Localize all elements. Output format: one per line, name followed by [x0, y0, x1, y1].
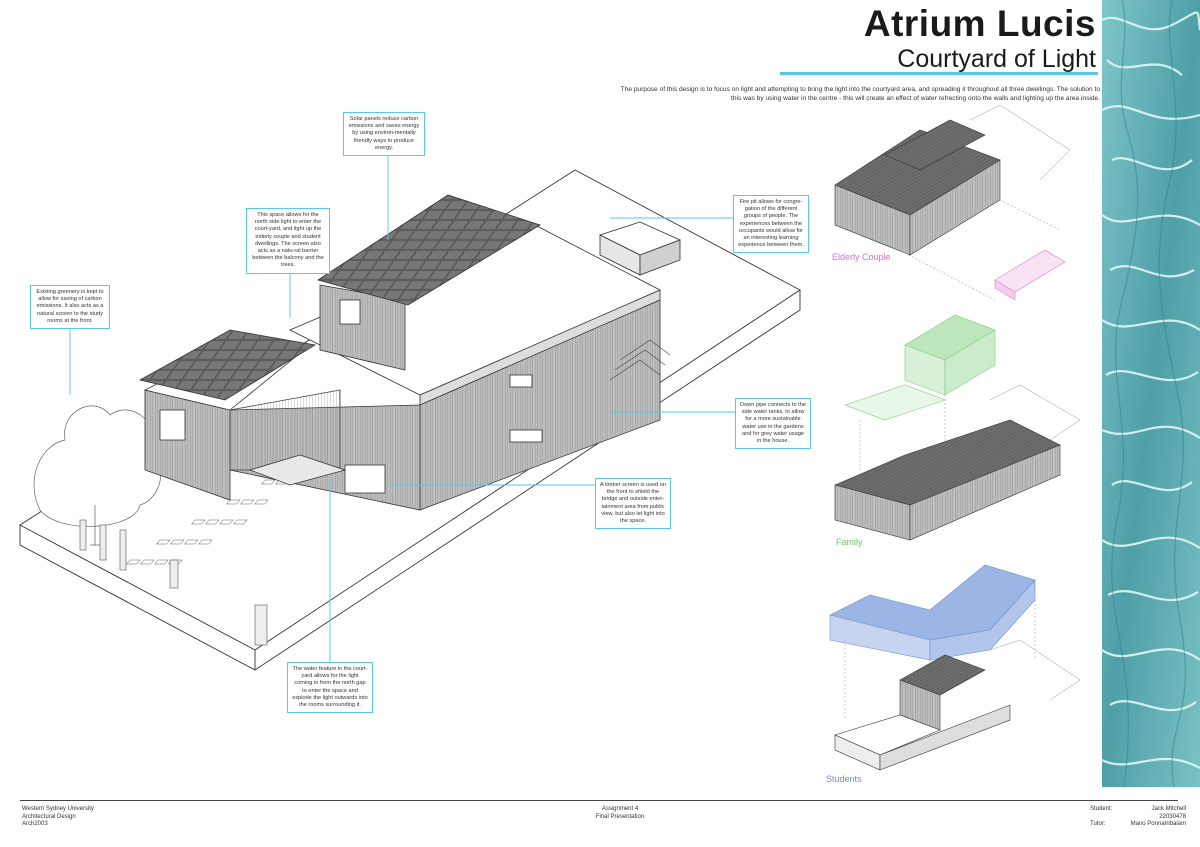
footer-labels: Student: Tutor:	[1090, 806, 1112, 829]
footer-student-id: 22030478	[1159, 813, 1186, 820]
label-students: Students	[826, 774, 862, 784]
title-block: Atrium Lucis Courtyard of Light	[864, 4, 1096, 74]
callout-water-feature: The water feature in the court-yard allo…	[287, 662, 373, 714]
callout-fire-pit: Fire pit allows for congre-gation of the…	[733, 195, 809, 254]
callout-north-light: This space allows for the north side lig…	[246, 208, 330, 274]
footer-assignment: Assignment 4	[601, 806, 639, 812]
footer-student-label: Student:	[1090, 806, 1113, 812]
axo-elderly-couple	[834, 104, 1071, 301]
water-texture-image	[1102, 0, 1200, 787]
footer-rule	[20, 800, 1178, 801]
footer-values: Jack Mitchell 22030478 Mano Ponnambalam	[1120, 806, 1186, 829]
callout-greenery: Existing greenery is kept to allow for s…	[30, 285, 110, 330]
footer-tutor-label: Tutor:	[1090, 821, 1106, 828]
front-fence	[79, 519, 268, 646]
callout-timber-screen: A timber screen is used on the front to …	[595, 478, 671, 530]
page-title: Atrium Lucis	[863, 3, 1096, 44]
page-subtitle: Courtyard of Light	[897, 45, 1096, 73]
footer-student-name: Jack Mitchell	[1151, 806, 1186, 812]
label-elderly-couple: Elderly Couple	[832, 252, 891, 262]
main-house	[138, 194, 682, 511]
callout-down-pipe: Down pipe connects to the side water tan…	[735, 398, 811, 450]
axo-family	[834, 314, 1081, 541]
footer-assignment-block: Assignment 4 Final Presentation	[560, 806, 680, 821]
callout-leaders	[69, 152, 735, 662]
footer-course: Architectural Design	[22, 813, 76, 820]
footer-university-block: Western Sydney University Architectural …	[22, 806, 94, 829]
label-family: Family	[836, 537, 863, 547]
callout-solar-panels: Solar panels reduce carbon emissions and…	[343, 112, 425, 157]
footer-university: Western Sydney University	[22, 806, 94, 812]
footer-tutor-name: Mano Ponnambalam	[1130, 821, 1186, 828]
intro-text: The purpose of this design is to focus o…	[620, 86, 1100, 102]
footer-presentation: Final Presentation	[595, 813, 645, 820]
axo-students	[829, 564, 1081, 771]
stepping-stones	[126, 479, 290, 565]
title-underline	[780, 72, 1098, 75]
footer-unit: Arch2003	[22, 821, 48, 828]
